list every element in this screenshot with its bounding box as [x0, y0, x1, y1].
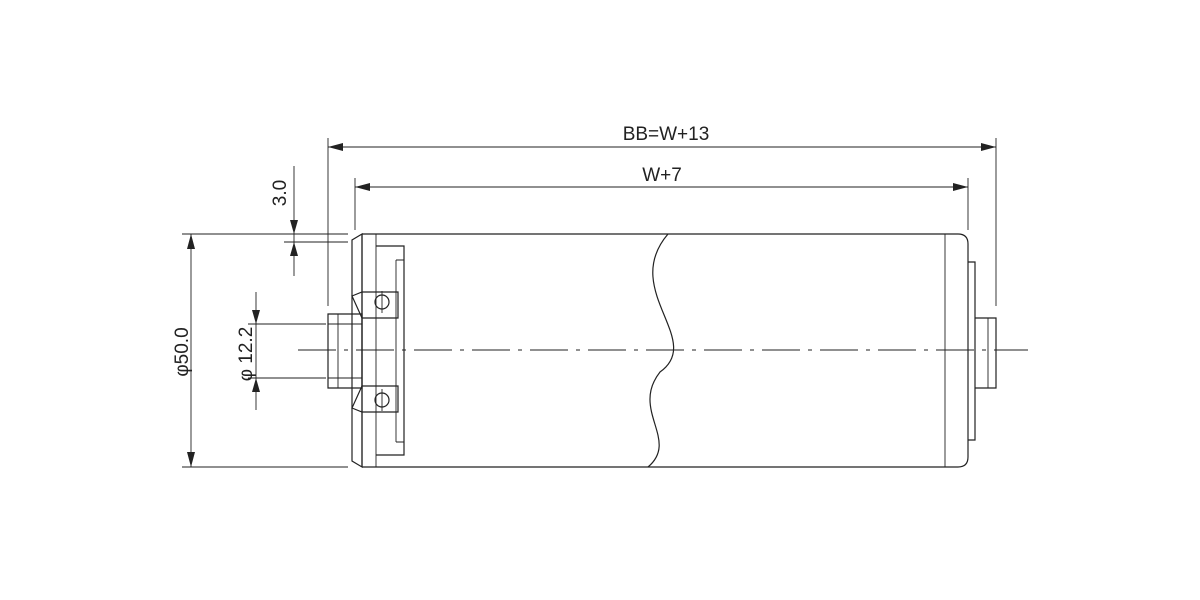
- dimension-label-shaft-diameter: φ 12.2: [236, 327, 257, 382]
- left-end-cap: [327, 232, 405, 469]
- arrow-head: [953, 183, 968, 191]
- dimension-label-tube-length: W+7: [642, 165, 682, 186]
- dimension-overall-length: BB=W+13: [327, 124, 997, 306]
- arrow-head: [252, 310, 260, 324]
- dimension-outer-diameter: φ50.0: [172, 233, 348, 468]
- dimension-label-outer-diameter: φ50.0: [172, 327, 193, 376]
- dimension-shaft-diameter: φ 12.2: [236, 292, 326, 410]
- arrow-head: [328, 143, 343, 151]
- dimension-label-overall-length: BB=W+13: [623, 124, 710, 145]
- arrow-head: [252, 378, 260, 392]
- dimension-tube-length: W+7: [354, 165, 969, 230]
- arrow-head: [187, 452, 195, 467]
- arrow-head: [981, 143, 996, 151]
- arrow-head: [355, 183, 370, 191]
- arrow-head: [290, 242, 298, 256]
- dimension-label-flange-offset: 3.0: [270, 180, 291, 206]
- right-shaft: [968, 261, 997, 441]
- dimension-flange-offset: 3.0: [270, 166, 348, 276]
- roller-tube: [362, 233, 969, 468]
- arrow-head: [187, 234, 195, 249]
- arrow-head: [290, 220, 298, 234]
